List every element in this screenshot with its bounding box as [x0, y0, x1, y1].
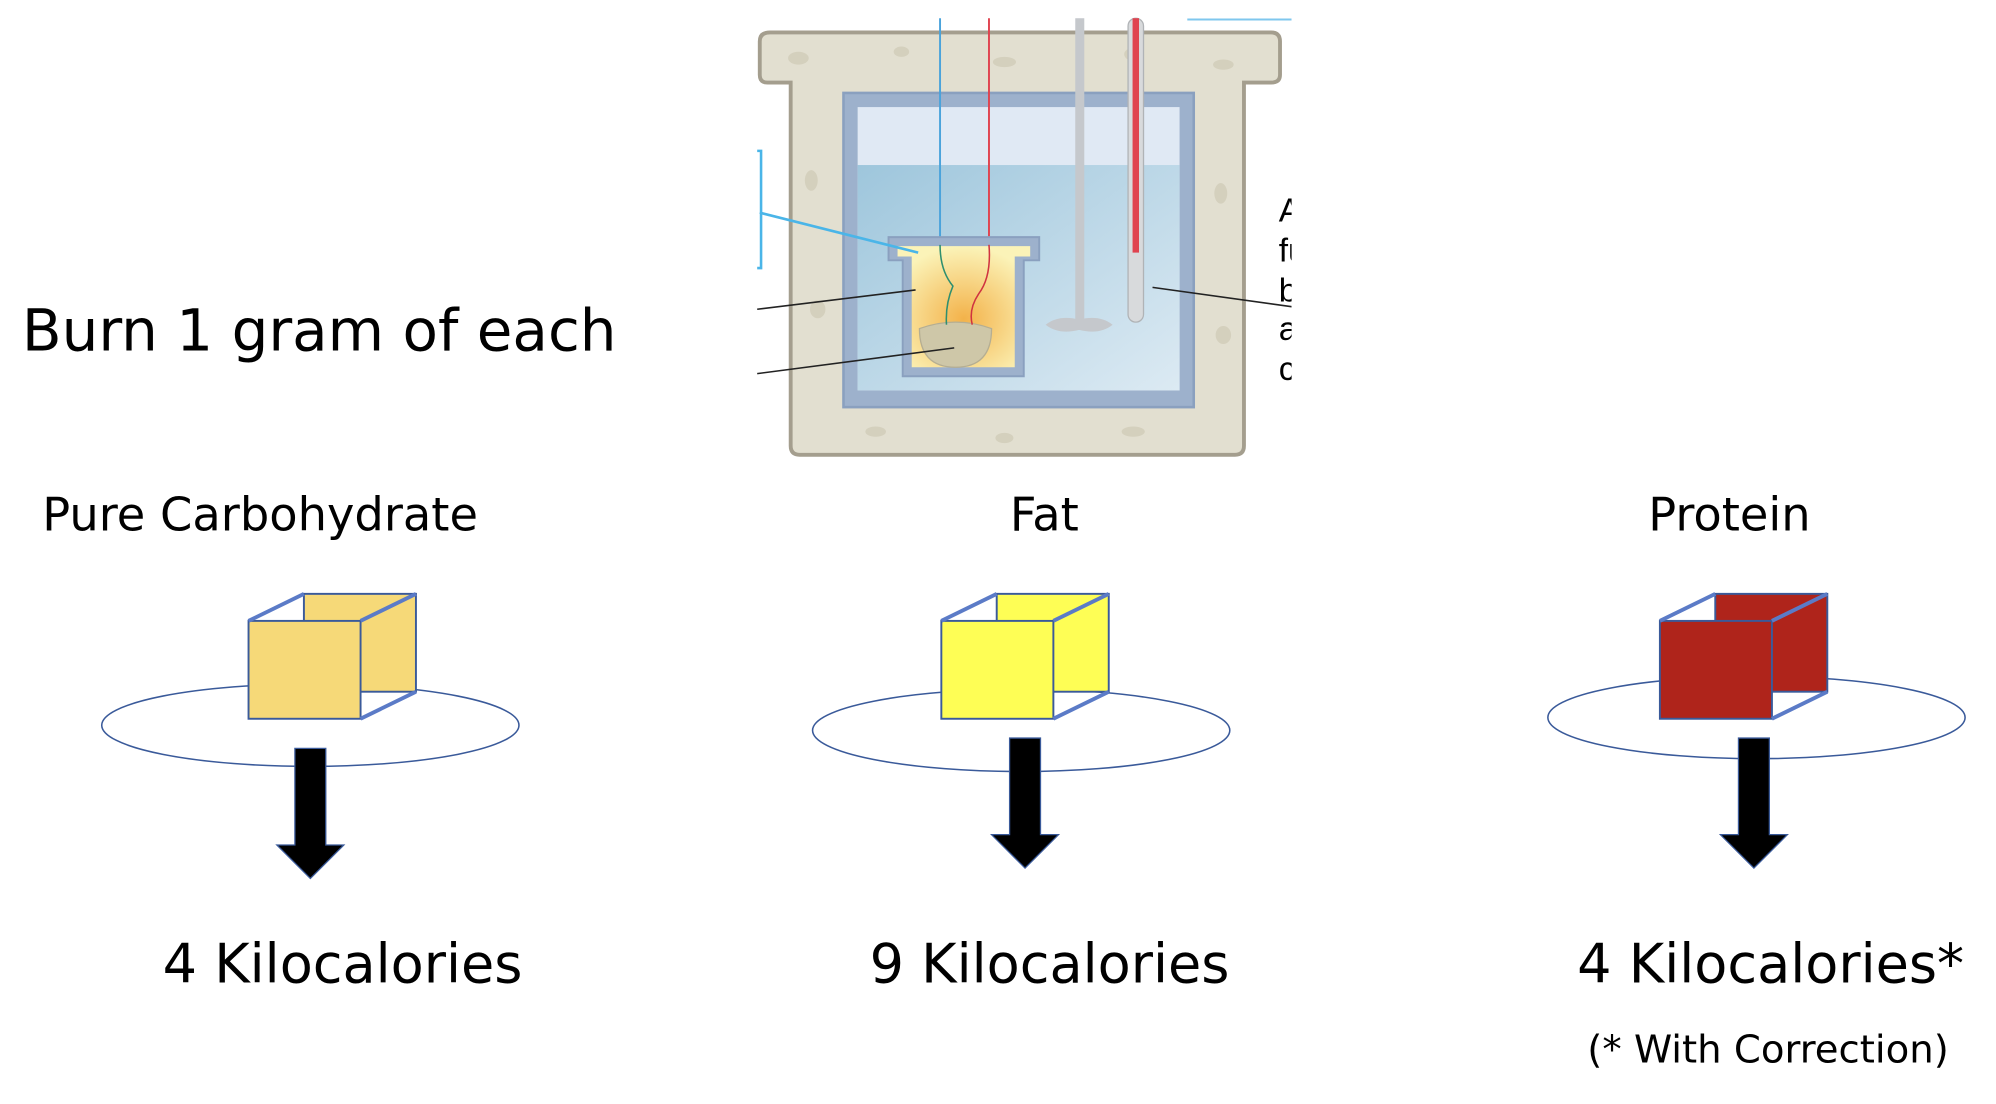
sample-label-carbohydrate: Pure Carbohydrate [42, 488, 478, 542]
sample-carbohydrate [100, 592, 520, 880]
cube-edge [1052, 592, 1110, 623]
stirrer [1075, 18, 1085, 330]
label-fragment: fu [1279, 233, 1307, 270]
sample-label-fat: Fat [1010, 488, 1079, 542]
down-arrow-icon [1718, 737, 1789, 870]
cube-edge [359, 592, 417, 623]
cube-front-face [247, 619, 362, 720]
result-protein: 4 Kilocalories* [1577, 933, 1964, 996]
cube-edge [1052, 689, 1110, 721]
cube-edge [359, 689, 417, 721]
sample-fat [811, 592, 1231, 870]
sample-protein [1547, 592, 1966, 870]
correction-footnote: (* With Correction) [1587, 1028, 1949, 1073]
cube-front-face [1658, 619, 1773, 720]
cube-edge [1771, 689, 1829, 721]
cube-edge [1771, 592, 1829, 623]
result-carbohydrate: 4 Kilocalories [163, 933, 523, 996]
cube-edge [247, 592, 305, 623]
cube-edge [1659, 592, 1717, 623]
sample-cup [918, 321, 993, 368]
bomb-calorimeter-illustration: A fu b a c [757, 17, 1307, 457]
down-arrow-icon [275, 747, 346, 880]
label-fragment: a [1279, 311, 1298, 348]
label-fragment: b [1279, 273, 1298, 310]
cube-edge [940, 592, 998, 623]
sample-label-protein: Protein [1648, 488, 1810, 542]
slide-heading: Burn 1 gram of each [22, 296, 617, 364]
down-arrow-icon [990, 737, 1061, 870]
label-fragment: c [1279, 351, 1296, 388]
label-fragment: A [1279, 193, 1302, 230]
result-fat: 9 Kilocalories [870, 933, 1230, 996]
cube-front-face [940, 619, 1055, 720]
